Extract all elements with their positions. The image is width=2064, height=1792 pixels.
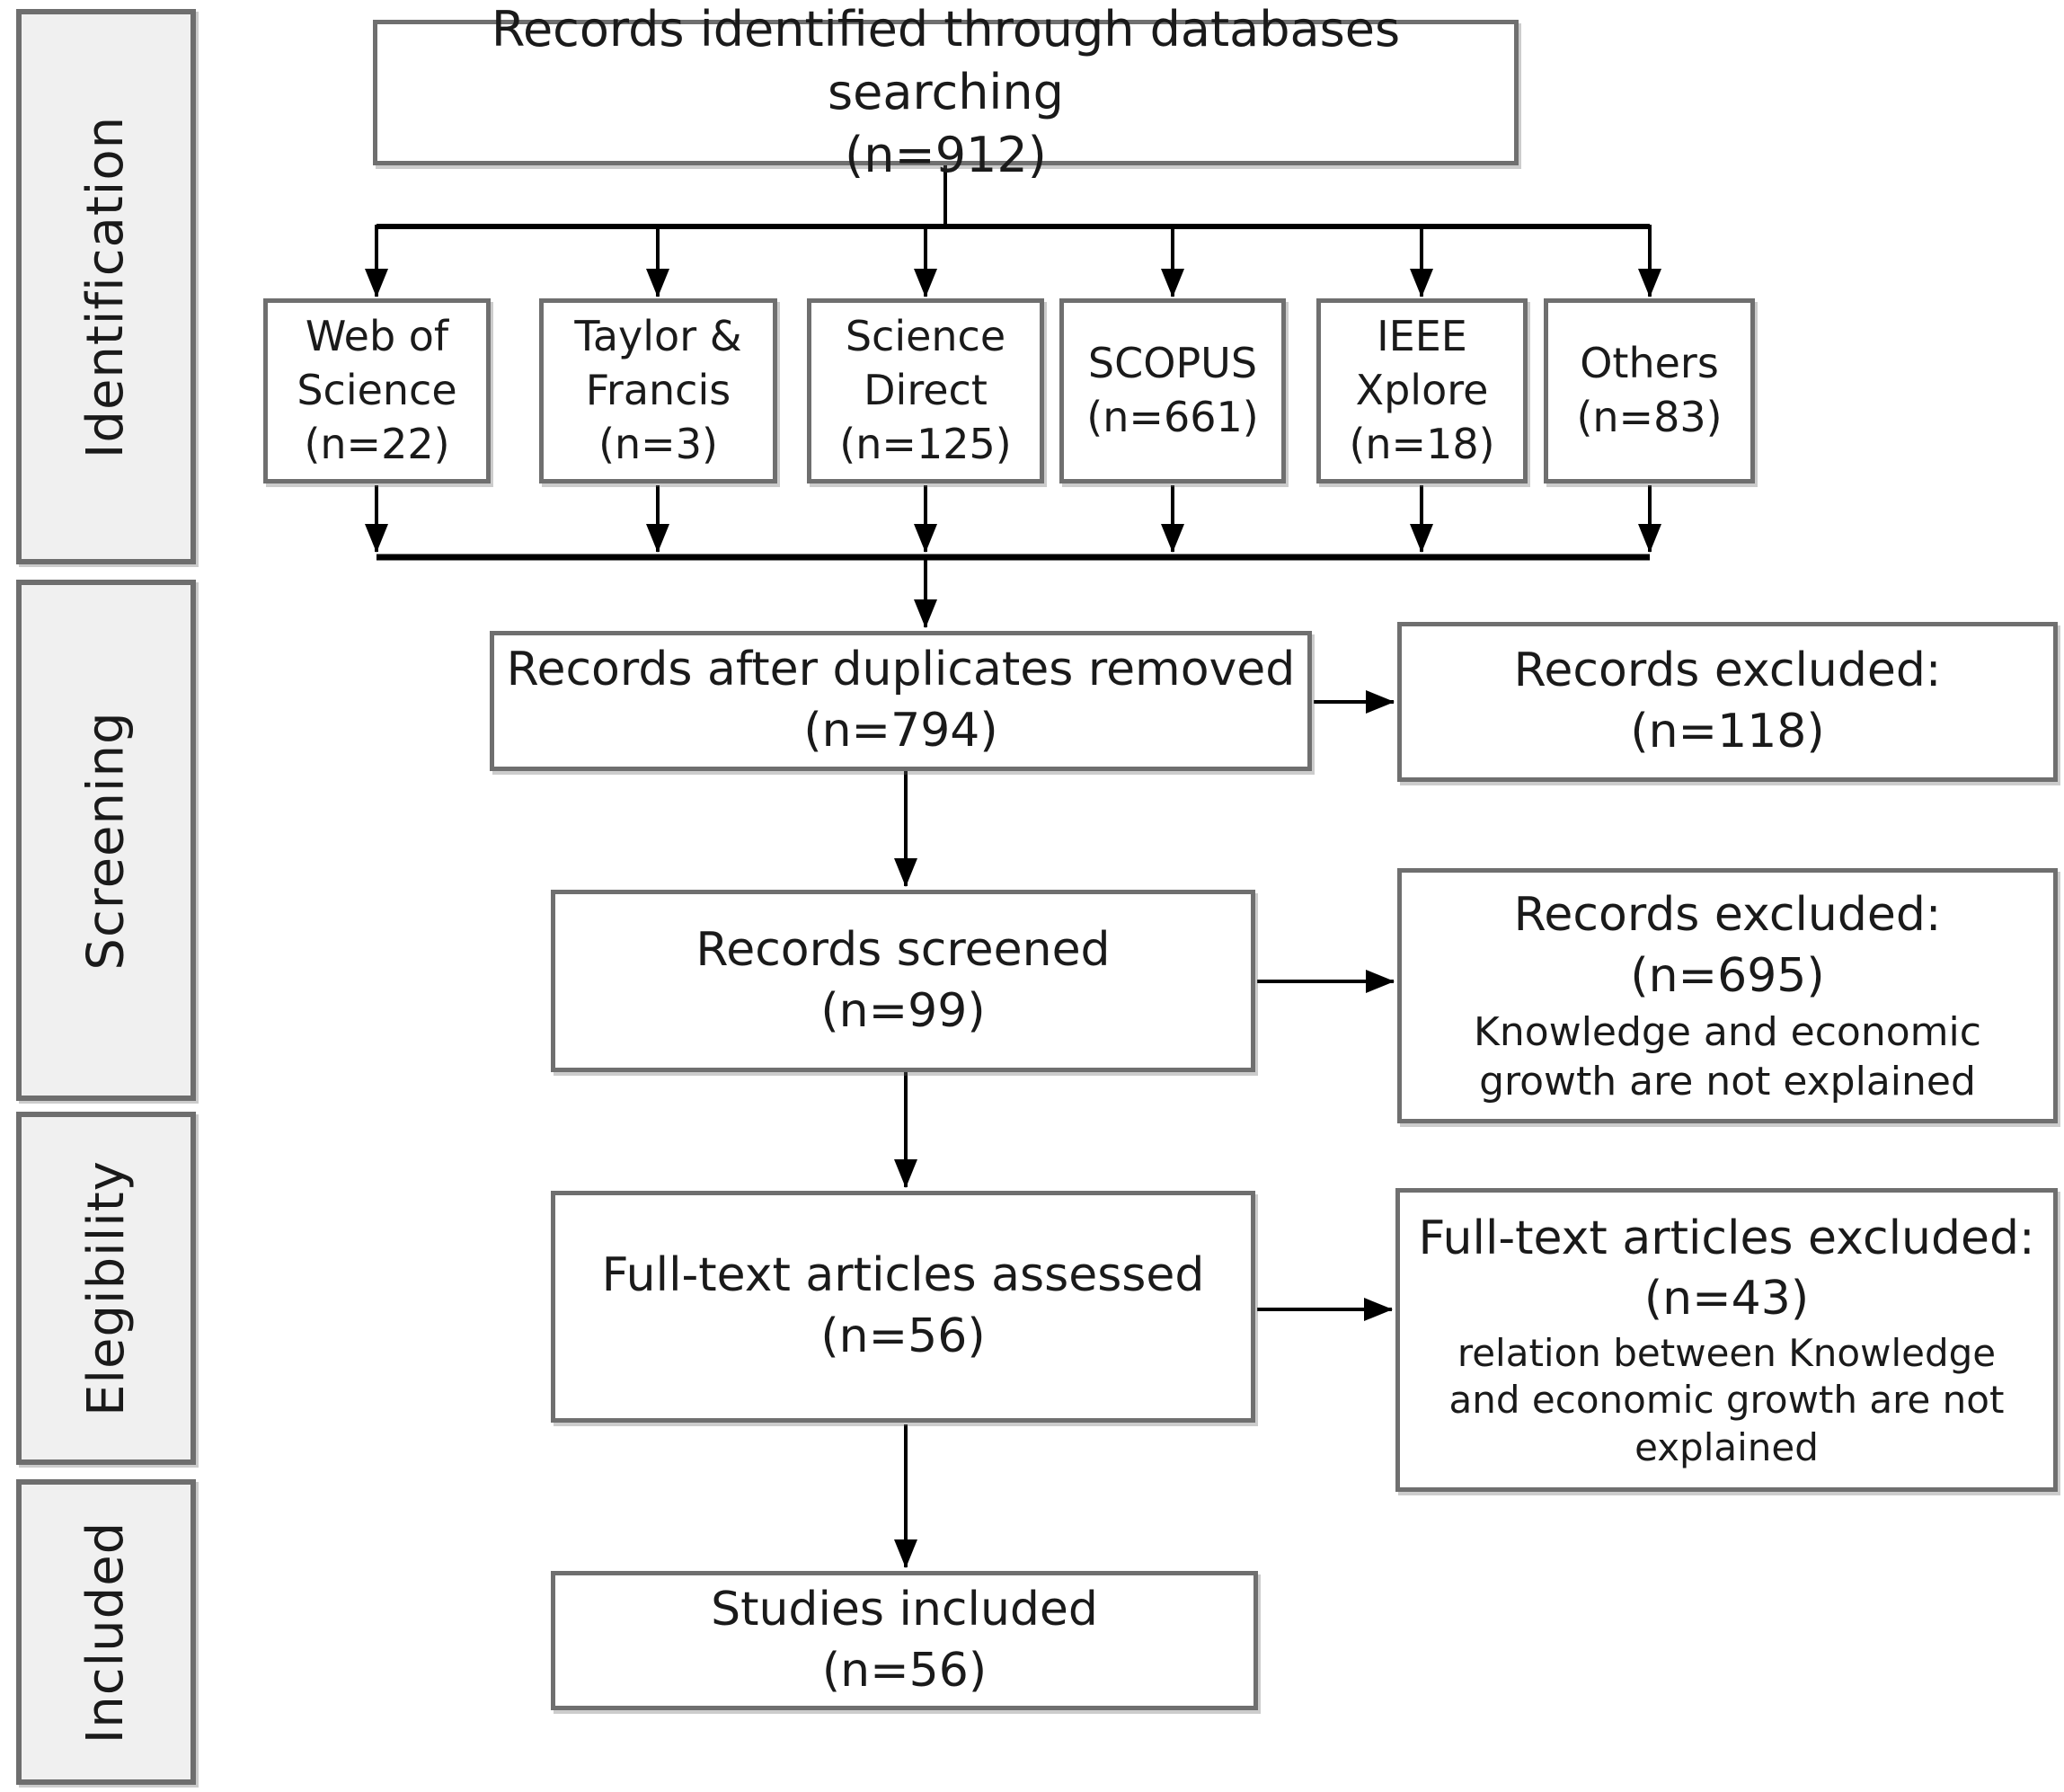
- box-records-screened: Records screened (n=99): [551, 890, 1255, 1072]
- source-count: (n=18): [1349, 419, 1495, 468]
- stage-included: Included: [16, 1479, 196, 1785]
- fulltext-excluded-title: Full-text articles excluded:: [1418, 1211, 2035, 1265]
- source-name: IEEE Xplore: [1355, 312, 1489, 415]
- box-records-excluded-118: Records excluded: (n=118): [1397, 622, 2058, 782]
- source-name: Others: [1580, 339, 1719, 388]
- stage-elegibility-label: Elegibility: [76, 1160, 136, 1416]
- box-source-science-direct: Science Direct (n=125): [807, 298, 1044, 483]
- duplicates-removed-text: Records after duplicates removed: [506, 643, 1296, 697]
- fulltext-excluded-reason: relation between Knowledge and economic …: [1448, 1330, 2005, 1469]
- records-identified-text: Records identified through databases sea…: [491, 0, 1401, 120]
- studies-included-count: (n=56): [821, 1643, 988, 1698]
- fulltext-excluded-count: (n=43): [1643, 1272, 1810, 1326]
- source-name: Taylor & Francis: [574, 312, 742, 415]
- box-fulltext-excluded: Full-text articles excluded: (n=43) rela…: [1395, 1188, 2058, 1492]
- box-fulltext-assessed: Full-text articles assessed (n=56): [551, 1191, 1255, 1423]
- source-count: (n=661): [1086, 393, 1259, 441]
- records-excluded-title: Records excluded:: [1513, 643, 1942, 698]
- stage-screening: Screening: [16, 580, 196, 1101]
- source-name: Web of Science: [297, 312, 457, 415]
- records-screened-text: Records screened: [695, 922, 1111, 977]
- records-excluded-count: (n=118): [1630, 705, 1825, 758]
- source-name: SCOPUS: [1087, 339, 1258, 388]
- box-source-web-of-science: Web of Science (n=22): [263, 298, 491, 483]
- box-duplicates-removed: Records after duplicates removed (n=794): [490, 631, 1312, 771]
- source-count: (n=83): [1576, 393, 1723, 441]
- stage-screening-label: Screening: [76, 710, 136, 971]
- box-source-others: Others (n=83): [1544, 298, 1755, 483]
- fulltext-assessed-text: Full-text articles assessed: [601, 1248, 1205, 1303]
- stage-elegibility: Elegibility: [16, 1112, 196, 1465]
- records-identified-count: (n=912): [845, 127, 1047, 184]
- studies-included-text: Studies included: [711, 1582, 1098, 1637]
- source-count: (n=3): [598, 419, 718, 468]
- box-records-excluded-695: Records excluded: (n=695) Knowledge and …: [1397, 868, 2058, 1123]
- records-excluded-count: (n=695): [1630, 949, 1825, 1003]
- fulltext-assessed-count: (n=56): [820, 1309, 986, 1363]
- box-source-ieee-xplore: IEEE Xplore (n=18): [1316, 298, 1528, 483]
- box-studies-included: Studies included (n=56): [551, 1571, 1258, 1710]
- source-count: (n=22): [304, 419, 450, 468]
- stage-identification-label: Identification: [76, 115, 136, 458]
- stage-identification: Identification: [16, 9, 196, 564]
- stage-included-label: Included: [76, 1521, 136, 1743]
- box-records-identified: Records identified through databases sea…: [373, 1, 1519, 183]
- source-name: Science Direct: [845, 312, 1006, 415]
- duplicates-removed-count: (n=794): [803, 704, 998, 758]
- records-excluded-reason: Knowledge and economic growth are not ex…: [1474, 1008, 1981, 1104]
- records-screened-count: (n=99): [820, 983, 986, 1038]
- records-excluded-title: Records excluded:: [1513, 888, 1942, 943]
- box-source-taylor-francis: Taylor & Francis (n=3): [539, 298, 777, 483]
- source-count: (n=125): [839, 419, 1012, 468]
- box-source-scopus: SCOPUS (n=661): [1059, 298, 1286, 483]
